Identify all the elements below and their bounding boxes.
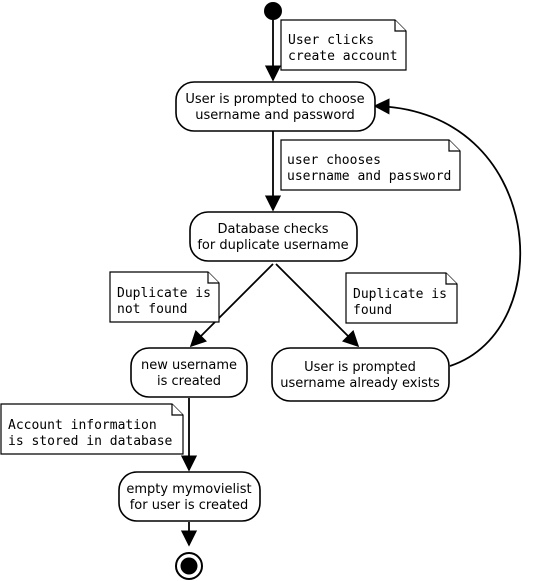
node-db-check: Database checks for duplicate username: [189, 211, 358, 262]
note-clicks-create-line-2: create account: [288, 49, 398, 64]
note-found: Duplicate is found: [345, 272, 458, 324]
note-stored-line-2: is stored in database: [8, 434, 173, 449]
note-chooses-line-2: username and password: [287, 169, 451, 184]
end-node: [175, 552, 203, 580]
start-node: [264, 2, 282, 20]
note-chooses: user chooses username and password: [280, 139, 461, 191]
note-clicks-create-line-1: User clicks: [288, 33, 374, 48]
node-db-check-line-1: Database checks: [218, 222, 329, 237]
node-already-exists-line-2: username already exists: [280, 376, 440, 391]
node-prompt-choose-line-2: username and password: [195, 108, 354, 123]
note-found-line-2: found: [353, 303, 392, 318]
note-found-line-1: Duplicate is: [353, 287, 447, 302]
note-not-found: Duplicate is not found: [109, 271, 220, 323]
node-prompt-choose: User is prompted to choose username and …: [175, 81, 376, 132]
note-not-found-line-1: Duplicate is: [117, 286, 211, 301]
node-db-check-line-2: for duplicate username: [197, 238, 348, 253]
edge-db-to-already-exists: [275, 263, 360, 348]
node-already-exists-line-1: User is prompted: [304, 360, 416, 375]
edge-db-to-new-username: [189, 263, 274, 348]
node-new-username-line-2: is created: [157, 374, 221, 389]
node-empty-list: empty mymovielist for user is created: [118, 471, 261, 522]
note-not-found-line-2: not found: [117, 302, 187, 317]
node-new-username: new username is created: [130, 347, 248, 398]
node-already-exists: User is prompted username already exists: [271, 347, 450, 402]
note-clicks-create: User clicks create account: [280, 19, 407, 71]
node-prompt-choose-line-1: User is prompted to choose: [185, 92, 364, 107]
node-new-username-line-1: new username: [141, 358, 237, 373]
node-empty-list-line-2: for user is created: [130, 498, 249, 513]
edge-loop-back-to-prompt: [373, 98, 522, 367]
note-stored-line-1: Account information: [8, 418, 157, 433]
node-empty-list-line-1: empty mymovielist: [126, 482, 251, 497]
note-chooses-line-1: user chooses: [287, 153, 381, 168]
note-stored: Account information is stored in databas…: [0, 403, 184, 455]
